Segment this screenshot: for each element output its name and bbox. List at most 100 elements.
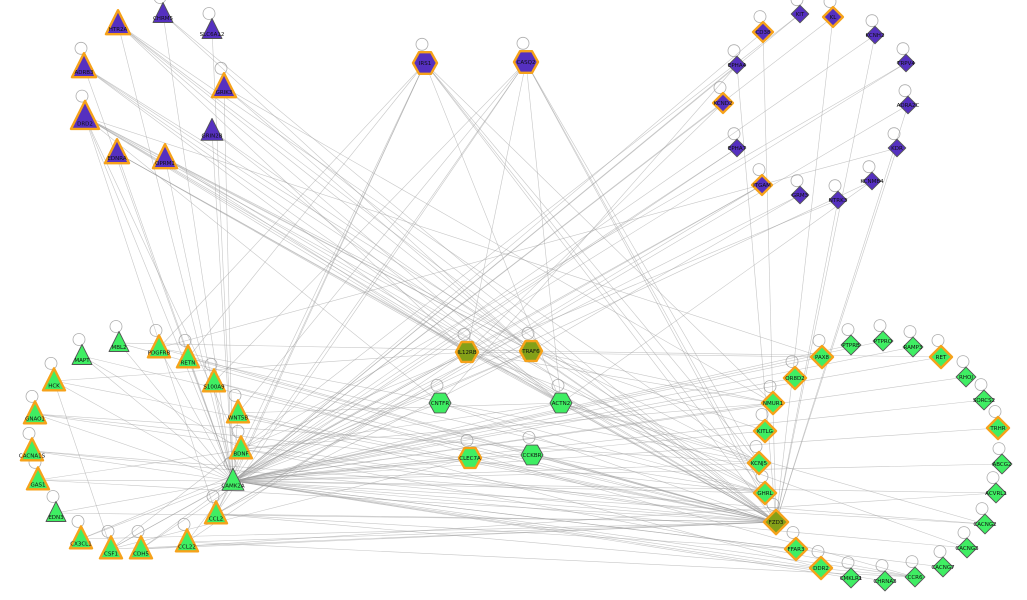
node-PTPRB[interactable] — [840, 334, 862, 356]
node-HTR2A[interactable] — [104, 8, 132, 36]
node-PTPRO[interactable] — [872, 330, 894, 352]
node-EDN3[interactable] — [45, 501, 67, 522]
node-TRAF6[interactable] — [518, 339, 544, 363]
node-RETN[interactable] — [175, 344, 201, 369]
node-S100A9[interactable] — [201, 368, 227, 393]
node-PDGFRB[interactable] — [146, 334, 172, 359]
node-CNTFR[interactable] — [428, 392, 452, 414]
self-loop-CNTFR — [430, 378, 444, 392]
node-DRD2[interactable] — [69, 99, 101, 131]
node-TRPV4[interactable] — [896, 53, 916, 73]
node-GAS1[interactable] — [25, 466, 51, 491]
node-DDR2[interactable] — [808, 555, 834, 581]
edge-TRAF6-KITLG — [530, 350, 766, 432]
self-loop-KCND2 — [713, 81, 727, 94]
node-GRIK3[interactable] — [210, 71, 238, 99]
node-IRS1[interactable] — [411, 51, 439, 76]
edge-CAMK2A-CCR6 — [232, 480, 916, 578]
edge-DRD2-CCL2 — [84, 116, 217, 515]
edge-ADRB3-GHRL — [83, 66, 766, 494]
node-KCNMB4[interactable] — [862, 171, 882, 191]
node-SLC6A12[interactable] — [201, 18, 223, 39]
node-CCL2[interactable] — [203, 500, 229, 525]
node-CCKBR[interactable] — [520, 444, 544, 466]
edge-CAMK2A-PAX8 — [232, 356, 823, 482]
node-CACNA1S[interactable] — [19, 437, 45, 462]
self-loop-IL12RB — [457, 327, 471, 341]
edge-CCL2-FFAR3 — [215, 513, 797, 550]
node-KCND2[interactable] — [711, 91, 735, 115]
node-CASQ2[interactable] — [512, 50, 540, 75]
node-CAMK2A[interactable] — [221, 467, 245, 491]
node-KIT[interactable] — [790, 4, 810, 24]
node-CD38[interactable] — [751, 20, 775, 44]
node-NTRK3[interactable] — [828, 190, 848, 210]
self-loop-MBL2 — [109, 320, 123, 333]
node-CACNG7[interactable] — [932, 556, 954, 578]
node-OPRM1[interactable] — [151, 142, 179, 170]
edge-CCL22-FZD3 — [186, 521, 777, 543]
node-ABCG2[interactable] — [991, 453, 1013, 475]
node-ACTN2[interactable] — [549, 392, 573, 414]
node-RAMP3[interactable] — [902, 336, 924, 358]
node-RET[interactable] — [928, 344, 954, 370]
edge-HTR2A-FZD3 — [117, 23, 777, 523]
edge-KDR-PDGFRB — [158, 147, 898, 349]
edge-CD38-FZD3 — [762, 31, 777, 523]
node-CACNG2[interactable] — [974, 513, 996, 535]
node-CMKLR1[interactable] — [840, 567, 862, 589]
node-MBL2[interactable] — [108, 331, 130, 352]
node-KCNH2[interactable] — [865, 25, 885, 45]
node-TRHR[interactable] — [985, 415, 1011, 441]
node-CACNG3[interactable] — [956, 537, 978, 559]
node-ACVRL1[interactable] — [985, 482, 1007, 504]
node-MAPT[interactable] — [71, 344, 93, 365]
node-EPHA7[interactable] — [727, 138, 747, 158]
node-NMUR1[interactable] — [760, 390, 786, 416]
node-CX3CL1[interactable] — [68, 525, 94, 550]
node-EDNRA[interactable] — [103, 137, 131, 165]
node-EPHA4[interactable] — [727, 55, 747, 75]
edge-MBL2-FZD3 — [118, 342, 777, 523]
edge-GRIN2B-ACTN2 — [211, 130, 562, 404]
node-FZD3[interactable] — [762, 508, 790, 536]
node-GRM3[interactable] — [790, 185, 810, 205]
node-GHRL[interactable] — [752, 480, 778, 506]
node-ADRA2C[interactable] — [898, 95, 918, 115]
edge-CAMK2A-RET — [232, 356, 942, 482]
node-IL12RB[interactable] — [454, 340, 480, 364]
node-GNAO1[interactable] — [22, 400, 48, 425]
node-FFAR3[interactable] — [783, 536, 809, 562]
node-ADRB3[interactable] — [70, 52, 98, 79]
node-OR8D2[interactable] — [782, 365, 808, 391]
node-HCK[interactable] — [41, 367, 67, 392]
node-KDR[interactable] — [887, 138, 907, 158]
edge-CDH5-FZD3 — [140, 521, 777, 550]
node-CDH5[interactable] — [128, 535, 154, 560]
node-RHOJ[interactable] — [955, 366, 977, 388]
node-KL[interactable] — [821, 5, 845, 29]
node-CHRNA3[interactable] — [874, 570, 896, 592]
node-PAX8[interactable] — [809, 344, 835, 370]
node-KCNJ5[interactable] — [746, 450, 772, 476]
node-KITLG[interactable] — [752, 418, 778, 444]
node-GRIN2B[interactable] — [200, 117, 224, 141]
node-BDNF[interactable] — [228, 435, 254, 460]
edge-MAPT-CAMK2A — [81, 355, 234, 482]
node-ITGAM[interactable] — [750, 173, 774, 197]
node-WNT5B[interactable] — [225, 399, 251, 424]
node-CCR6[interactable] — [904, 566, 926, 588]
self-loop-KDR — [887, 127, 901, 141]
node-SORCS2[interactable] — [973, 389, 995, 411]
node-CSF1[interactable] — [98, 535, 124, 560]
edge-CAMK2A-ABCG2 — [232, 463, 1003, 482]
self-loop-GRM3 — [790, 174, 804, 188]
edge-IRS1-BDNF — [240, 62, 426, 450]
edge-CAMK2A-KCNJ5 — [232, 462, 760, 482]
node-CCL22[interactable] — [174, 528, 200, 553]
self-loop-CACNG2 — [975, 502, 989, 516]
node-CLEC7A[interactable] — [457, 446, 483, 470]
node-CHRM5[interactable] — [152, 2, 174, 23]
